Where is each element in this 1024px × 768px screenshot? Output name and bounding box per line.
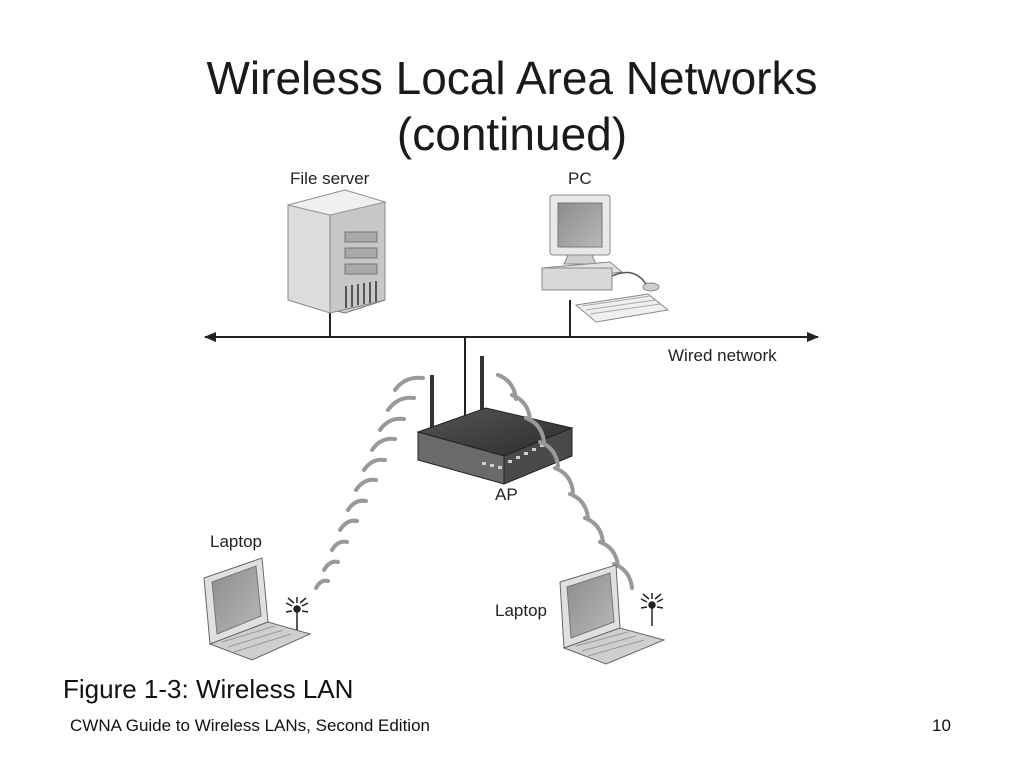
title-line-1: Wireless Local Area Networks <box>206 52 818 104</box>
wireless-signal-icon <box>640 593 664 626</box>
title-line-2: (continued) <box>396 108 628 160</box>
slide-title: Wireless Local Area Networks (continued) <box>0 50 1024 162</box>
wireless-signal-left <box>314 375 425 590</box>
laptop-icon <box>203 557 312 661</box>
pc-icon <box>540 194 670 323</box>
laptop-left-label: Laptop <box>210 532 262 551</box>
footer-text: CWNA Guide to Wireless LANs, Second Edit… <box>70 716 430 735</box>
wired-network-label: Wired network <box>668 346 777 365</box>
laptop-icon <box>559 564 666 665</box>
laptop-right-label: Laptop <box>495 601 547 620</box>
ap-label: AP <box>495 485 518 504</box>
page-number: 10 <box>932 716 951 735</box>
figure-caption: Figure 1-3: Wireless LAN <box>63 674 354 704</box>
file-server-label: File server <box>290 169 370 188</box>
access-point-icon <box>416 356 574 485</box>
pc-label: PC <box>568 169 592 188</box>
wireless-signal-right <box>496 373 634 590</box>
wireless-signal-icon <box>285 597 309 630</box>
file-server-icon <box>287 189 387 314</box>
